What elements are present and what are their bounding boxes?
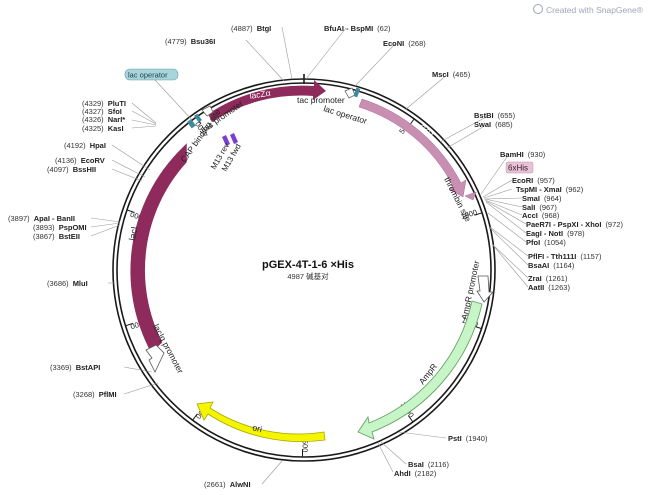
scale-tick	[407, 415, 414, 423]
lac-promoter-arrow	[201, 105, 214, 117]
restriction-leaders	[90, 26, 529, 485]
site-sali: SalI(967)	[522, 203, 557, 212]
laciq-promoter-arrow	[145, 344, 165, 373]
lac-operator-mark-right	[353, 87, 361, 98]
site-smai: SmaI(964)	[522, 194, 562, 203]
lac-operator-mark-left	[187, 119, 196, 129]
site-apai: (3897)ApaI - BanII	[8, 214, 75, 223]
site-bamhi: BamHI(930)	[500, 150, 546, 159]
site-swai: SwaI(685)	[474, 120, 513, 129]
site-nari: (4326)NarI*	[82, 115, 125, 124]
snapgene-watermark: Created with SnapGene®	[533, 4, 643, 15]
site-bsai: BsaI(2116)	[408, 460, 449, 469]
site-kasi: (4325)KasI	[82, 124, 124, 133]
site-bsu36i: (4779)Bsu36I	[165, 37, 215, 46]
site-pspomi: (3893)PspOMI	[33, 223, 87, 232]
site-mlui: (3686)MluI	[47, 279, 88, 288]
laci-label: lacI	[127, 226, 139, 242]
his-tag-box	[505, 161, 534, 174]
m13-rev-primer	[222, 135, 230, 146]
site-paer7i: PaeR7I - PspXI - XhoI(972)	[526, 220, 623, 229]
site-bsaai: BsaAI(1164)	[528, 261, 575, 270]
site-alwni: (2661)AlwNI	[204, 480, 251, 489]
watermark-text: Created with SnapGene®	[546, 5, 643, 15]
site-acci: AccI(968)	[522, 211, 560, 220]
site-bsshii: (4097)BssHII	[47, 165, 96, 174]
his-tag-label: 6xHis	[508, 164, 528, 173]
scale-tick	[125, 322, 134, 327]
site-econi: EcoNI(268)	[383, 39, 426, 48]
site-ecori: EcoRI(957)	[512, 176, 555, 185]
site-bsteii: (3867)BstEII	[33, 232, 80, 241]
restriction-sites: (4887)BtgI (4779)Bsu36I BfuAI - BspMI(62…	[8, 24, 623, 489]
ampr-arrow	[357, 300, 483, 440]
ampr-promoter-arrow	[476, 275, 494, 303]
site-pflmi: (3268)PflMI	[73, 390, 117, 399]
site-psti: PstI(1940)	[448, 434, 488, 443]
site-bstbi: BstBI(655)	[474, 111, 516, 120]
site-msci: MscI(465)	[432, 70, 471, 79]
ori-label: ori	[252, 422, 264, 434]
site-eagi: EagI - NotI(978)	[526, 229, 585, 238]
site-bfuai: BfuAI - BspMI(62)	[324, 24, 391, 33]
plasmid-name: pGEX-4T-1-6 ×His	[262, 259, 354, 271]
site-bstapi: (3369)BstAPI	[50, 363, 100, 372]
plasmid-size: 4987 碱基对	[287, 271, 329, 281]
scale-tick	[126, 209, 135, 213]
lac-operator-box-label: lac operator	[128, 71, 168, 80]
lac-operator-box	[124, 68, 179, 81]
scale-tick	[474, 212, 483, 216]
lac-operator-leader	[154, 79, 193, 121]
scale-tick-label: 2500	[301, 436, 310, 453]
lacza-arrow	[208, 80, 326, 122]
site-zrai: ZraI(1261)	[528, 274, 568, 283]
ori-arrow	[196, 401, 326, 442]
site-sfoi: (4327)SfoI	[82, 107, 122, 116]
site-pfoi: PfoI(1054)	[526, 238, 566, 247]
scale-tick	[192, 413, 198, 421]
gst-arrow	[358, 98, 467, 198]
site-pluti: (4329)PluTI	[82, 99, 126, 108]
site-ecorv: (4136)EcoRV	[55, 156, 105, 165]
m13-fwd-primer	[230, 133, 238, 144]
site-tspmi: TspMI - XmaI(962)	[516, 185, 584, 194]
snapgene-logo-icon	[533, 4, 543, 14]
site-ahdi: AhdI(2182)	[394, 469, 437, 478]
site-aatii: AatII(1263)	[528, 283, 570, 292]
laci-arrow	[130, 143, 187, 353]
thrombin-site-arrow	[464, 191, 477, 201]
lacza-label: lacZα	[249, 88, 271, 101]
site-hpai: (4192)HpaI	[64, 141, 106, 150]
site-pflfi: PflFI - Tth111I(1157)	[528, 252, 602, 261]
cap-binding-mark	[194, 113, 202, 123]
site-btgi: (4887)BtgI	[231, 24, 271, 33]
tac-promoter-label: tac promoter	[297, 95, 345, 105]
